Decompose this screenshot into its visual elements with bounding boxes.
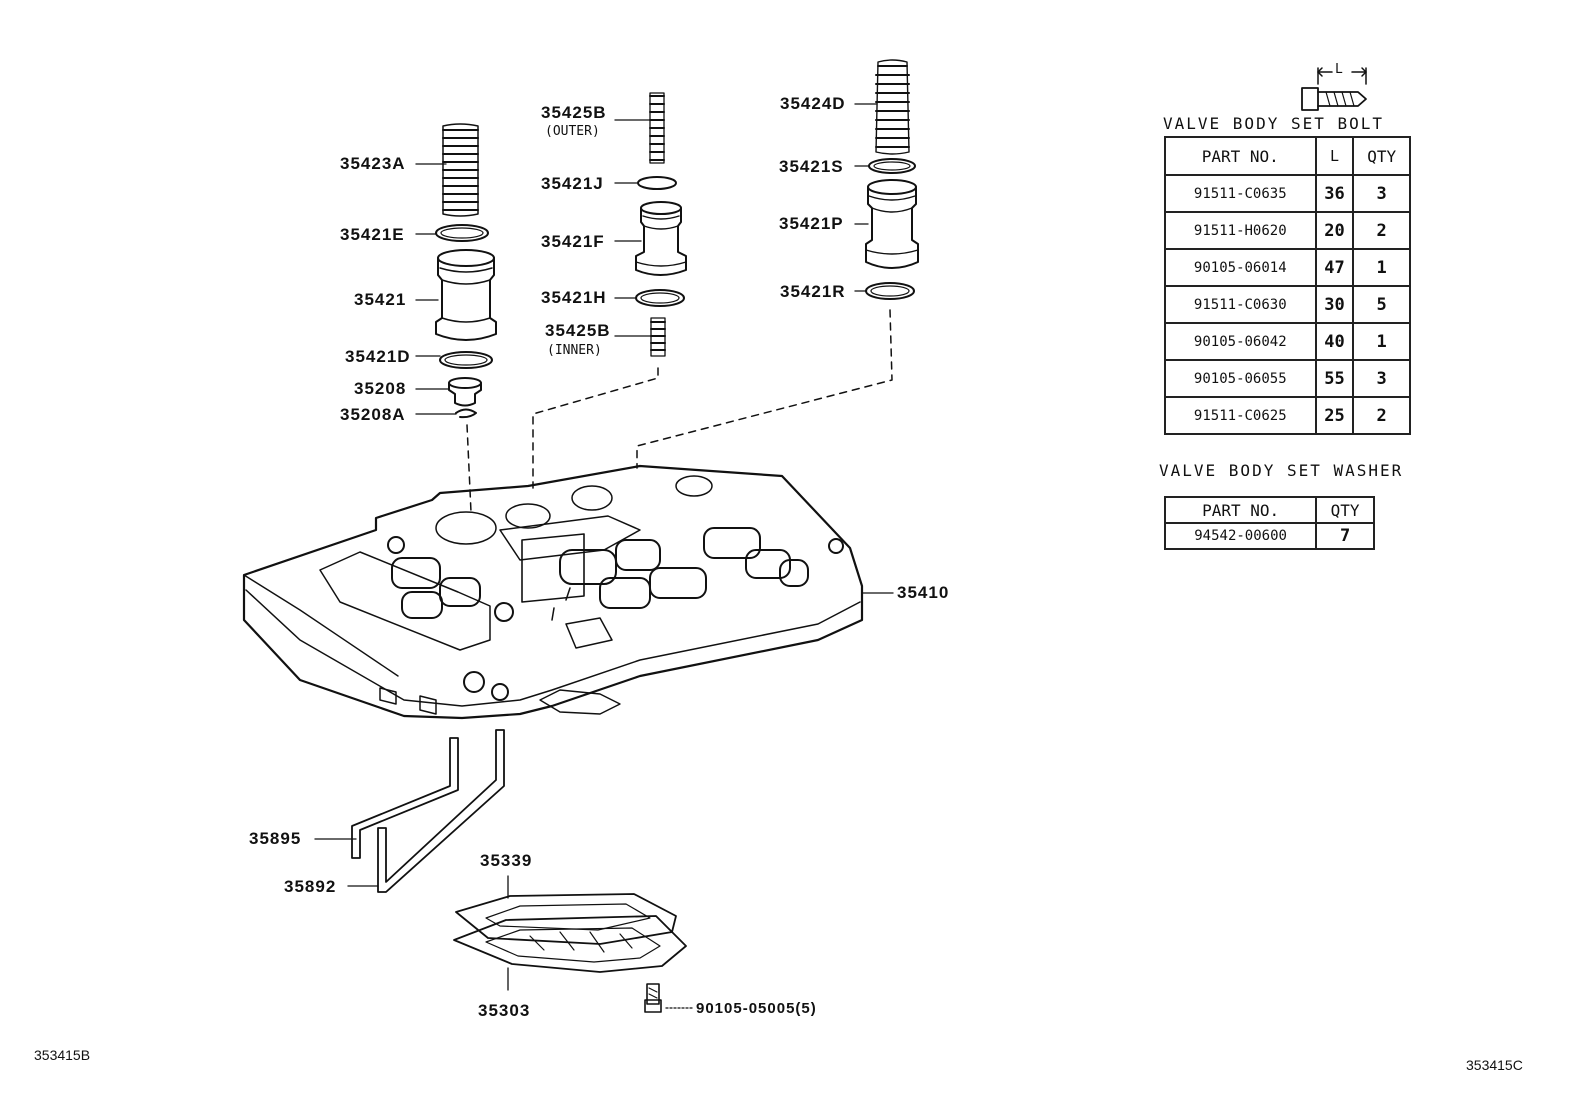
bolt-part-no: 90105-06042 — [1164, 322, 1317, 361]
part-label-35421: 35421 — [354, 290, 407, 309]
washer-table-header: PART NO. QTY — [1163, 496, 1375, 524]
bolt-qty: 2 — [1352, 396, 1411, 435]
bolt-length: 30 — [1314, 285, 1355, 324]
spring-35423a — [442, 123, 479, 217]
table-row: 90105-06042 40 1 — [1164, 322, 1411, 361]
table-row: 90105-06055 55 3 — [1164, 359, 1411, 398]
ring-35421s — [868, 158, 916, 174]
part-label-35421j: 35421J — [541, 174, 604, 193]
bolt-qty: 1 — [1352, 322, 1411, 361]
part-label-35425b-inner: 35425B — [545, 321, 611, 340]
spring-35425b-inner — [650, 317, 666, 357]
part-label-35421s: 35421S — [779, 157, 844, 176]
leader-lines — [314, 103, 894, 1009]
spring-35424d — [875, 59, 910, 155]
bolt-length: 40 — [1314, 322, 1355, 361]
table-row: 91511-H0620 20 2 — [1164, 211, 1411, 250]
part-label-35895: 35895 — [249, 829, 302, 848]
figure-ref-right: 353415C — [1466, 1057, 1523, 1073]
part-label-35339: 35339 — [480, 851, 533, 870]
part-label-90105-05005: 90105-05005(5) — [696, 1000, 817, 1017]
spring-35425b-outer — [649, 92, 665, 164]
outer-note: (OUTER) — [545, 124, 600, 139]
part-label-35208a: 35208A — [340, 405, 406, 424]
valve-body-35410 — [242, 464, 864, 720]
bolt-part-no: 91511-C0630 — [1164, 285, 1317, 324]
part-label-35410: 35410 — [897, 583, 950, 602]
figure-ref-left: 353415B — [34, 1047, 91, 1063]
table-row: 91511-C0630 30 5 — [1164, 285, 1411, 324]
tube-35895 — [351, 737, 459, 859]
washer-col-part-no: PART NO. — [1163, 496, 1318, 524]
bolt-dimension-label: L — [1335, 62, 1343, 77]
table-row: 90105-06014 47 1 — [1164, 248, 1411, 287]
bolt-qty: 2 — [1352, 211, 1411, 250]
bolt-length: 36 — [1314, 174, 1355, 213]
part-label-35421h: 35421H — [541, 288, 607, 307]
table-row: 91511-C0635 36 3 — [1164, 174, 1411, 213]
washer-part-no: 94542-00600 — [1163, 522, 1318, 550]
bolt-length: 55 — [1314, 359, 1355, 398]
gasket-35339 — [455, 893, 677, 945]
tube-35892 — [377, 729, 505, 893]
part-label-35421p: 35421P — [779, 214, 844, 233]
bolt-table: PART NO. L QTY 91511-C0635 36 3 91511-H0… — [1164, 136, 1411, 435]
ring-35421j — [637, 176, 677, 190]
washer-col-qty: QTY — [1315, 496, 1375, 524]
assembly-guide-lines — [466, 309, 893, 513]
bolt-qty: 3 — [1352, 174, 1411, 213]
sleeve-35421 — [435, 249, 497, 341]
part-label-35421d: 35421D — [345, 347, 411, 366]
table-row: 91511-C0625 25 2 — [1164, 396, 1411, 435]
part-label-35423a: 35423A — [340, 154, 406, 173]
washer-qty: 7 — [1315, 522, 1375, 550]
sleeve-35421p — [865, 179, 919, 269]
clip-35208a — [455, 408, 477, 419]
table-row: 94542-00600 7 — [1163, 522, 1375, 550]
washer-table-title: VALVE BODY SET WASHER — [1159, 461, 1404, 480]
bolt-length: 20 — [1314, 211, 1355, 250]
ring-35421e — [435, 224, 489, 242]
set-bolt-icon — [1301, 67, 1367, 111]
bolt-col-l: L — [1314, 136, 1355, 176]
washer-table: PART NO. QTY 94542-00600 7 — [1163, 496, 1375, 550]
bolt-length: 25 — [1314, 396, 1355, 435]
bolt-col-qty: QTY — [1352, 136, 1411, 176]
part-label-35421f: 35421F — [541, 232, 605, 251]
bolt-length: 47 — [1314, 248, 1355, 287]
inner-note: (INNER) — [547, 343, 602, 358]
part-label-35892: 35892 — [284, 877, 337, 896]
bolt-table-title: VALVE BODY SET BOLT — [1163, 114, 1385, 133]
bolt-part-no: 91511-C0625 — [1164, 396, 1317, 435]
part-label-35424d: 35424D — [780, 94, 846, 113]
part-label-35425b-outer: 35425B — [541, 103, 607, 122]
plug-35208 — [448, 377, 482, 407]
part-label-35208: 35208 — [354, 379, 407, 398]
bolt-qty: 1 — [1352, 248, 1411, 287]
bolt-qty: 5 — [1352, 285, 1411, 324]
bolt-col-part-no: PART NO. — [1164, 136, 1317, 176]
bolt-part-no: 90105-06055 — [1164, 359, 1317, 398]
part-label-35421r: 35421R — [780, 282, 846, 301]
bolt-table-header: PART NO. L QTY — [1164, 136, 1411, 176]
bolt-part-no: 91511-H0620 — [1164, 211, 1317, 250]
part-label-35303: 35303 — [478, 1001, 531, 1020]
plate-35303 — [453, 915, 687, 973]
bolt-qty: 3 — [1352, 359, 1411, 398]
ring-35421d — [439, 351, 493, 369]
bolt-part-no: 90105-06014 — [1164, 248, 1317, 287]
bolt-part-no: 91511-C0635 — [1164, 174, 1317, 213]
bolt-90105-05005 — [644, 983, 662, 1013]
sleeve-35421f — [635, 201, 687, 276]
part-label-35421e: 35421E — [340, 225, 405, 244]
